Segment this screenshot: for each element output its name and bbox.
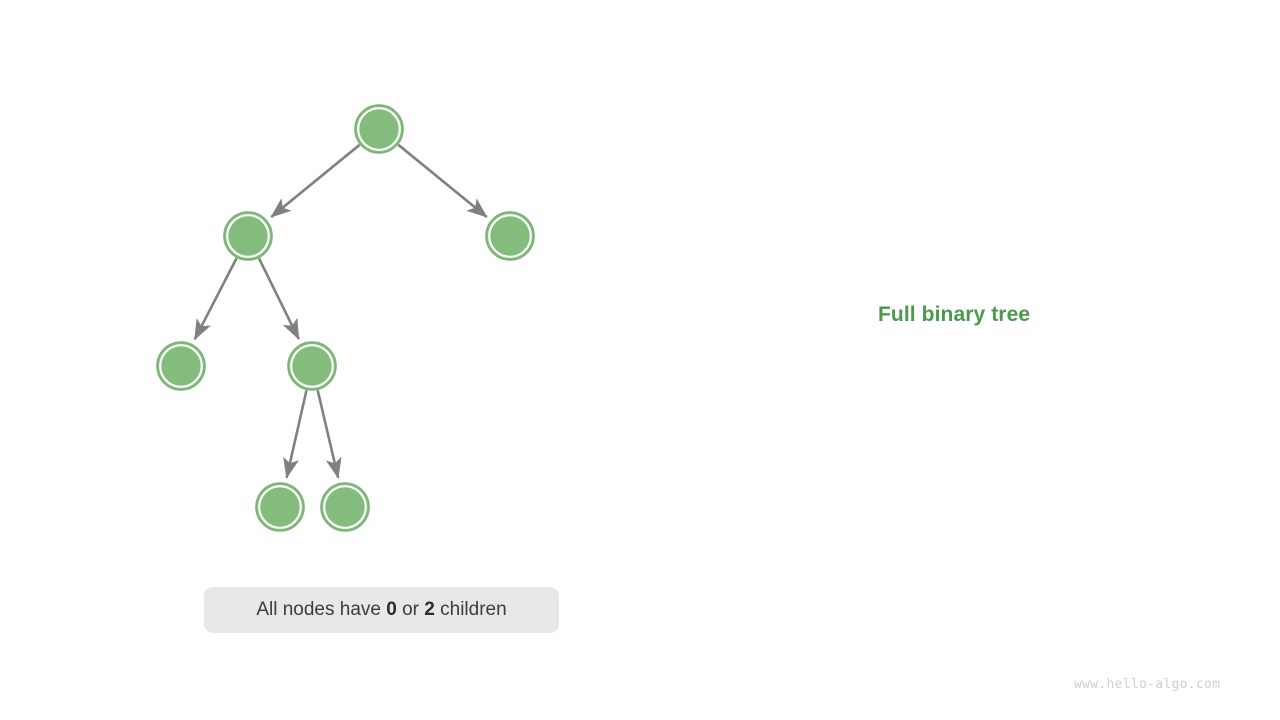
tree-edge xyxy=(193,257,238,341)
caption-count-a: 0 xyxy=(386,599,397,620)
tree-edge xyxy=(270,143,361,219)
tree-node[interactable] xyxy=(156,341,206,391)
tree-node[interactable] xyxy=(287,341,337,391)
tree-node[interactable] xyxy=(320,482,370,532)
tree-node-inner-ring xyxy=(323,485,367,529)
tree-node-inner-ring xyxy=(488,214,532,258)
caption-middle: or xyxy=(396,599,425,620)
tree-node[interactable] xyxy=(255,482,305,532)
tree-node[interactable] xyxy=(354,104,404,154)
caption-box: All nodes have 0 or 2 children xyxy=(204,587,559,633)
watermark: www.hello-algo.com xyxy=(1074,677,1221,692)
tree-edge xyxy=(257,257,300,341)
caption-text: All nodes have 0 or 2 children xyxy=(256,599,506,621)
tree-node-inner-ring xyxy=(290,344,334,388)
tree-node-inner-ring xyxy=(159,344,203,388)
caption-suffix: children xyxy=(434,599,507,620)
tree-edge xyxy=(283,390,308,479)
tree-edge xyxy=(316,390,342,479)
tree-edge xyxy=(397,143,488,219)
page-title: Full binary tree xyxy=(878,303,1031,326)
tree-node[interactable] xyxy=(485,211,535,261)
edge-layer xyxy=(193,143,488,479)
tree-node[interactable] xyxy=(223,211,273,261)
tree-node-inner-ring xyxy=(258,485,302,529)
caption-prefix: All nodes have xyxy=(256,599,387,620)
node-layer xyxy=(156,104,535,532)
caption-count-b: 2 xyxy=(424,599,435,620)
tree-node-inner-ring xyxy=(226,214,270,258)
tree-node-inner-ring xyxy=(357,107,401,151)
